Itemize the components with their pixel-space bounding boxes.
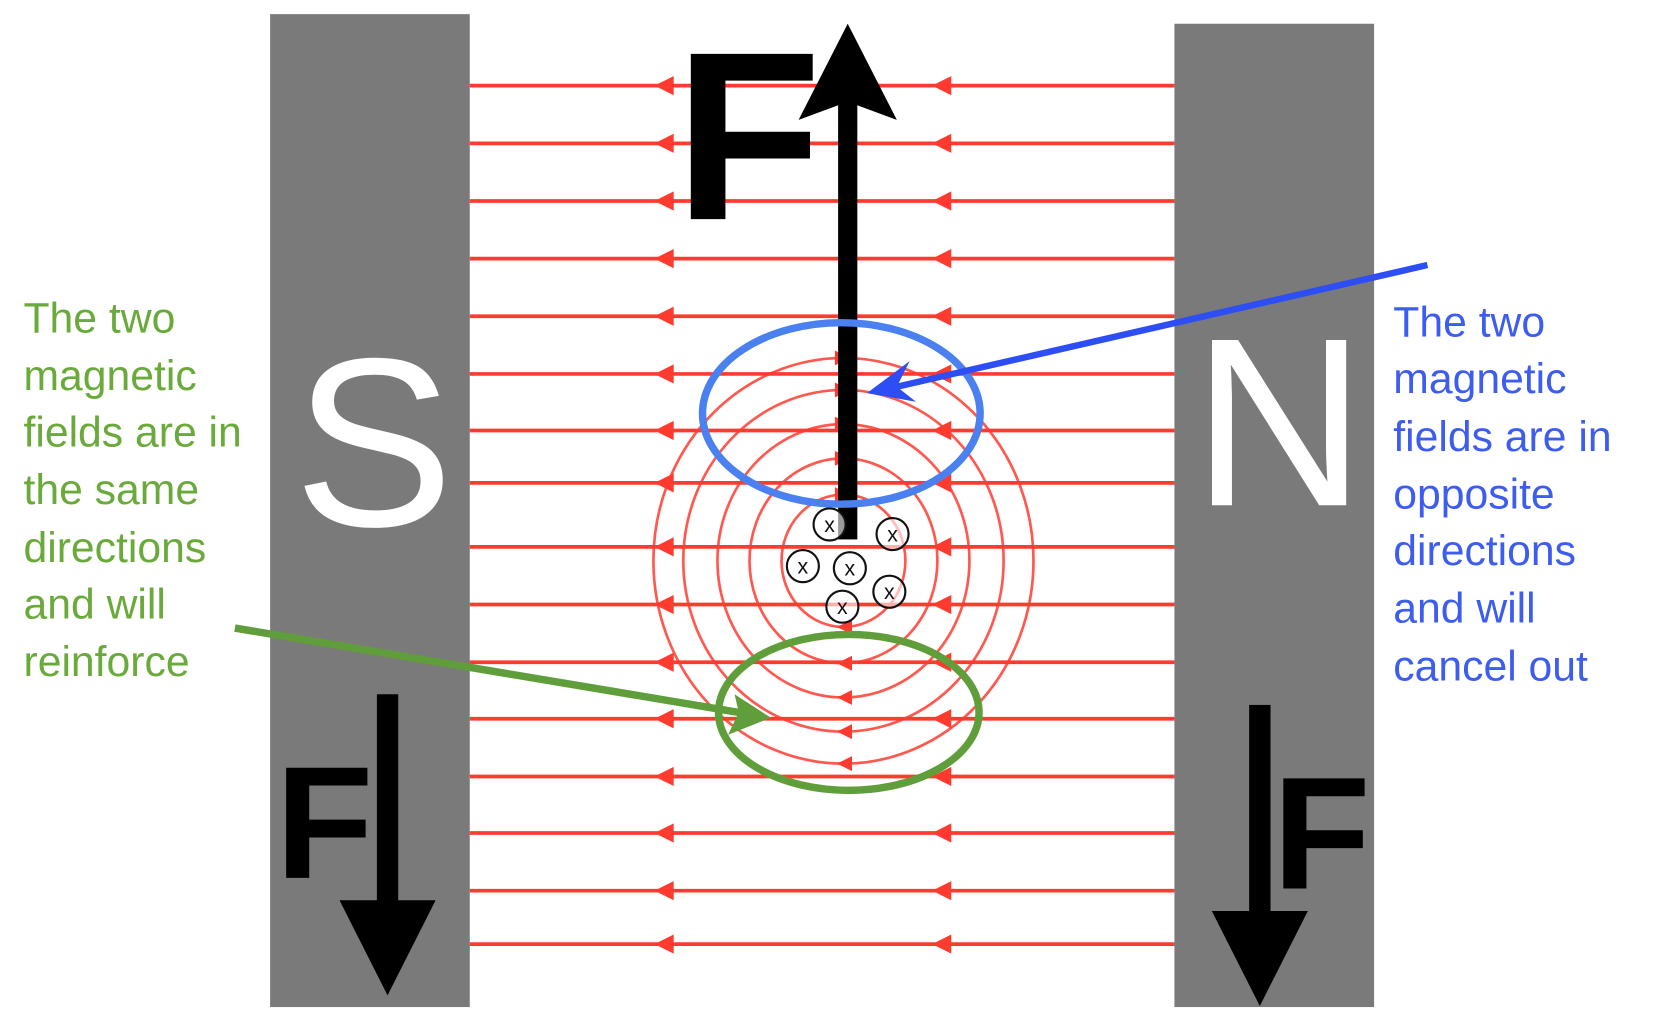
field-arrow-icon (654, 652, 674, 672)
field-arrow-icon (932, 709, 952, 729)
field-arrow-icon (932, 766, 952, 787)
wire-into-page-icon (872, 574, 907, 609)
reinforce-annotation: The two magnetic fields are in the same … (23, 294, 241, 686)
field-arrow-icon (932, 249, 952, 269)
field-arrow-icon (654, 420, 674, 441)
reinforce-pointer-arrow (234, 624, 771, 735)
field-arrow-icon (932, 133, 952, 153)
field-arrow-icon (932, 473, 952, 493)
field-arrow-icon (932, 537, 952, 557)
cancel-annotation: The two magnetic fields are in opposite … (1393, 299, 1611, 691)
field-arrow-icon (654, 934, 674, 954)
field-arrow-icon (654, 191, 674, 211)
field-arrow-icon (932, 306, 952, 326)
field-arrow-icon (932, 823, 952, 843)
wire-into-page-icon (812, 507, 847, 542)
wire-symbol: x (845, 557, 856, 581)
wire-into-page-icon (825, 589, 860, 624)
field-arrow-icon (654, 133, 674, 153)
field-arrow-icon (932, 420, 952, 441)
cancel-region-ellipse (698, 318, 984, 508)
field-arrow-icon (654, 249, 674, 269)
field-arrow-icon (932, 76, 952, 96)
field-arrow-icon (837, 655, 852, 671)
reinforce-line: magnetic (23, 352, 196, 400)
south-pole-label: S (294, 309, 454, 577)
field-arrow-icon (654, 766, 674, 787)
field-arrow-icon (654, 364, 674, 384)
wire-symbol: x (884, 580, 895, 604)
field-arrow-icon (932, 881, 952, 901)
field-arrow-icon (932, 594, 952, 615)
reinforce-line: and will (23, 580, 165, 628)
north-force-arrow (1211, 704, 1308, 1006)
wire-into-page-icon (875, 517, 910, 552)
field-arrow-icon (932, 191, 952, 211)
north-pole-label: N (1192, 288, 1365, 556)
field-arrow-icon (837, 619, 852, 635)
reinforce-line: fields are in (23, 409, 241, 457)
field-arrow-icon (654, 537, 674, 557)
north-force-label: F (1273, 744, 1371, 923)
field-arrow-icon (654, 823, 674, 843)
cancel-line: fields are in (1393, 413, 1611, 461)
reinforce-line: the same (23, 466, 199, 514)
cancel-line: opposite (1393, 470, 1554, 518)
wire-symbol: x (798, 555, 809, 579)
cancel-line: The two (1393, 299, 1545, 347)
cancel-line: cancel out (1393, 642, 1588, 690)
wire-symbol: x (837, 595, 848, 619)
reinforce-line: directions (23, 524, 206, 572)
cancel-line: magnetic (1393, 355, 1566, 403)
wire-force-label: F (675, 2, 822, 270)
cancel-line: directions (1393, 527, 1576, 575)
south-force-arrow (339, 694, 436, 996)
field-arrow-icon (654, 709, 674, 729)
south-magnet (270, 14, 470, 1008)
wire-symbol: x (824, 513, 835, 537)
south-force-label: F (275, 733, 373, 912)
reinforce-line: reinforce (23, 638, 189, 686)
field-arrow-icon (654, 881, 674, 901)
cancel-line: and will (1393, 585, 1535, 633)
field-arrow-icon (837, 756, 852, 772)
field-arrow-icon (837, 724, 852, 740)
wire-symbol: x (887, 523, 898, 547)
field-arrow-icon (654, 594, 674, 615)
north-magnet (1174, 23, 1375, 1008)
wire-into-page-icon (832, 551, 867, 586)
field-arrow-icon (837, 689, 852, 705)
wire-into-page-icon (785, 549, 820, 584)
field-arrow-icon (654, 76, 674, 96)
cancel-pointer-arrow (866, 261, 1429, 402)
field-arrow-icon (932, 934, 952, 954)
uniform-field-lines (469, 76, 1175, 954)
reinforce-line: The two (23, 294, 175, 342)
field-arrow-icon (654, 306, 674, 326)
